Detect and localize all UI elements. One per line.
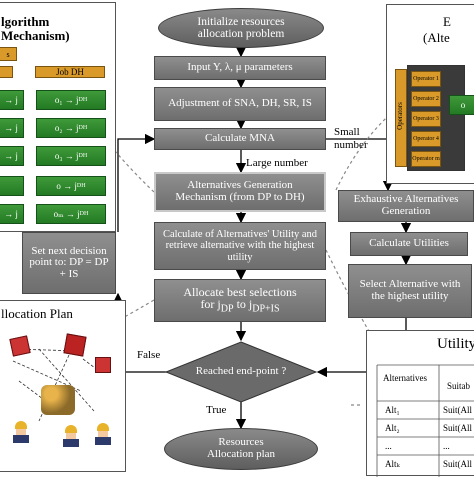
left-panel-title-2: Mechanism) xyxy=(1,28,70,43)
next-decision-point-box: Set next decision point to: DP = DP + IS xyxy=(22,232,116,294)
utility-table-panel: Utility Alternatives Suitab Alt₁ Suit(All… xyxy=(366,330,474,477)
left-job-box: → j xyxy=(0,118,24,138)
allocate-to: to j xyxy=(233,297,253,312)
utility-alt-cell: ... xyxy=(385,441,392,451)
operators-side-bar: Operators xyxy=(395,69,407,167)
allocate-sub-dp: DP xyxy=(220,303,234,315)
operator-4: Operator 4 xyxy=(411,131,441,147)
utility-suit-cell: ... xyxy=(443,441,450,451)
machine-icon xyxy=(63,333,87,357)
workers-group-icon xyxy=(41,385,75,415)
header-dot-1 xyxy=(0,66,13,78)
operator-3: Operator 3 xyxy=(411,111,441,127)
operator-job-text: o₃ → j xyxy=(54,151,79,161)
operator-job-text: oₘ → j xyxy=(53,208,80,219)
operators-panel: E (Alte Operators Operator 1 Operator 2 … xyxy=(386,4,474,184)
operator-job-sub: DH xyxy=(79,211,89,217)
right-panel-title-2: (Alte xyxy=(423,30,450,45)
utility-col-suitability: Suitab xyxy=(447,381,471,391)
operator-output: o xyxy=(449,95,474,115)
worker-icon xyxy=(63,425,79,447)
worker-icon xyxy=(13,421,29,443)
job-dh-panel: lgorithm Mechanism) s Job DH xyxy=(0,2,116,232)
operator-job-text: o₂ → j xyxy=(54,123,79,133)
utility-col-alternatives: Alternatives xyxy=(383,373,427,383)
allocation-plan-title: llocation Plan xyxy=(1,306,73,321)
adjustment-box: Adjustment of SNA, DH, SR, IS xyxy=(154,87,326,121)
false-label: False xyxy=(137,349,161,361)
utility-suit-cell: Suit(All xyxy=(443,405,473,415)
decision-label: Reached end-point ? xyxy=(195,365,287,378)
utility-title: Utility xyxy=(437,336,474,352)
start-node: Initialize resources allocation problem xyxy=(158,8,324,48)
left-job-box: → j xyxy=(0,204,24,224)
exhaustive-generation-box: Exhaustive Alternatives Generation xyxy=(338,190,474,222)
left-job-box xyxy=(0,176,24,196)
alternatives-generation-box: Alternatives Generation Mechanism (from … xyxy=(154,172,326,212)
large-number-label: Large number xyxy=(246,157,308,169)
utility-alt-cell: Alt₁ xyxy=(385,405,400,415)
utility-alt-cell: Alt₂ xyxy=(385,423,400,433)
operator-job-text: o → j xyxy=(56,181,77,191)
allocate-for: for j xyxy=(200,297,221,312)
left-panel-title-1: lgorithm xyxy=(1,14,50,29)
calculate-utilities-box: Calculate Utilities xyxy=(350,232,468,256)
input-parameters-box: Input Y, λ, μ parameters xyxy=(154,56,326,80)
end-node: Resources Allocation plan xyxy=(164,428,318,470)
select-alternative-box: Select Alternative with the highest util… xyxy=(348,264,472,318)
utility-suit-cell: Suit(All xyxy=(443,459,473,469)
utility-alt-cell: Altₖ xyxy=(385,459,400,469)
calculate-utility-box: Calculate of Alternatives' Utility and r… xyxy=(154,222,326,270)
operator-1: Operator 1 xyxy=(411,71,441,87)
utility-suit-cell: Suit(All xyxy=(443,423,473,433)
small-number-label-1: Small xyxy=(334,126,360,138)
allocate-box: Allocate best selections for jDP to jDP+… xyxy=(154,279,326,322)
operator-job-sub: DH xyxy=(78,125,88,131)
left-job-box: → j xyxy=(0,90,24,110)
operator-job-sub: DH xyxy=(78,97,88,103)
right-panel-title-1: E xyxy=(443,14,451,29)
header-right-box: Job DH xyxy=(35,66,105,78)
allocate-line-1: Allocate best selections xyxy=(183,284,297,299)
machine-icon xyxy=(9,335,31,357)
decision-diamond xyxy=(165,341,317,403)
operator-job-sub: DH xyxy=(78,153,88,159)
machine-icon xyxy=(95,357,111,373)
operator-2: Operator 2 xyxy=(411,91,441,107)
calculate-mna-box: Calculate MNA xyxy=(154,128,326,150)
operator-m: Operator m xyxy=(411,151,441,167)
worker-icon xyxy=(95,423,111,445)
utility-table-grid xyxy=(376,364,474,477)
header-left-box: s xyxy=(0,47,17,61)
operator-job-text: o₁ → j xyxy=(54,95,79,105)
left-job-box: → j xyxy=(0,146,24,166)
allocate-line-2: for jDP to jDP+IS xyxy=(200,298,279,315)
allocate-sub-dpis: DP+IS xyxy=(252,303,280,315)
allocation-plan-panel: llocation Plan xyxy=(0,300,126,472)
small-number-label-2: number xyxy=(334,139,368,151)
operators-label: Operators xyxy=(396,102,404,130)
operator-job-sub: DH xyxy=(76,183,86,189)
true-label: True xyxy=(206,404,227,416)
